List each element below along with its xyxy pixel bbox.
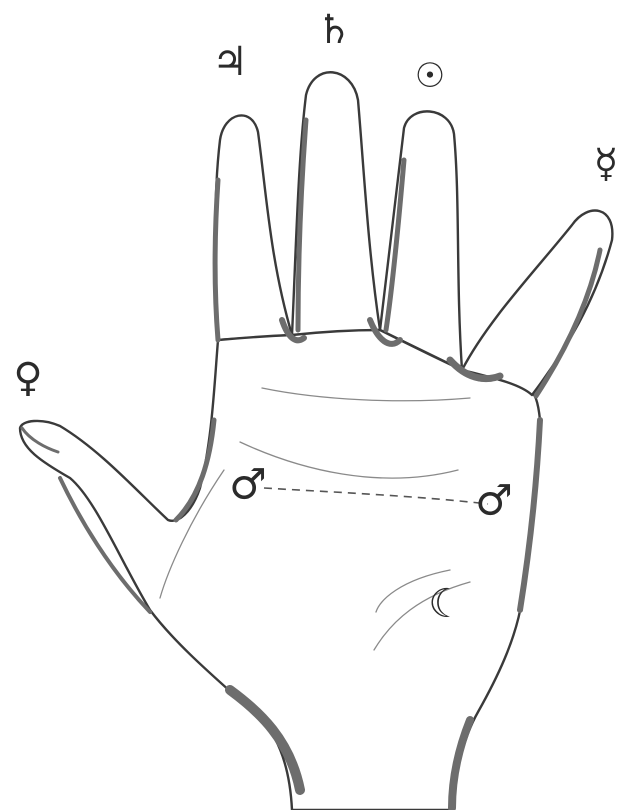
moon-symbol: ☾ bbox=[428, 581, 464, 627]
sun-symbol: ☉ bbox=[415, 56, 445, 96]
mars-lower-symbol: ♂ bbox=[475, 476, 513, 525]
little-finger bbox=[462, 211, 612, 395]
shade-index-left bbox=[215, 180, 218, 340]
ring-finger bbox=[380, 111, 462, 370]
hand-drawing bbox=[20, 72, 612, 810]
saturn-symbol: ♄ bbox=[316, 7, 352, 53]
venus-symbol: ♀ bbox=[13, 355, 42, 401]
mars-upper-symbol: ♂ bbox=[229, 460, 267, 509]
mercury-symbol: ☿ bbox=[594, 141, 619, 187]
jupiter-symbol: ♃ bbox=[212, 39, 248, 85]
middle-finger bbox=[292, 72, 380, 335]
index-finger bbox=[215, 115, 292, 340]
